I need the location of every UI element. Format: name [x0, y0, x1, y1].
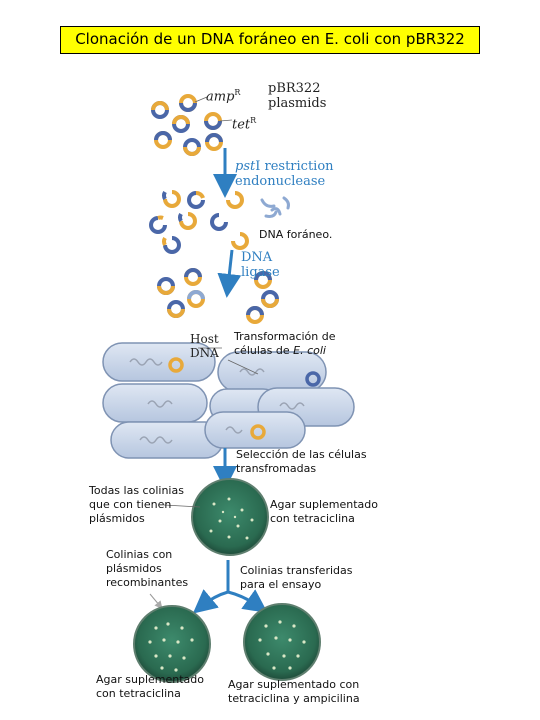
ecoli-cell	[204, 411, 306, 449]
plasmid-group-1	[151, 94, 223, 156]
host-dna-squiggles	[129, 358, 305, 444]
restriction-enzyme-label: pstI restriction endonuclease	[235, 159, 334, 189]
plasmid-icon	[172, 115, 190, 133]
cut-plasmid-icon	[231, 232, 249, 250]
amp-resistance-label: ampR	[206, 88, 241, 105]
cut-plasmid-icon	[162, 236, 181, 254]
plasmid-icon	[254, 271, 272, 289]
plasmid-icon	[179, 94, 197, 112]
cut-plasmid-icon	[149, 215, 167, 234]
plasmid-icon	[157, 277, 175, 295]
pointer-arrow	[149, 593, 163, 610]
petri-dish-bottom-left	[133, 605, 211, 683]
cut-plasmid-icon	[210, 213, 228, 231]
recombinant-plasmid-group	[157, 268, 279, 324]
page-title: Clonación de un DNA foráneo en E. coli c…	[60, 26, 480, 54]
plasmid-icon	[204, 112, 222, 130]
cut-plasmid-icon	[187, 191, 205, 209]
plasmid-icon	[154, 131, 172, 149]
transformation-label: Transformación de células de E. coli	[234, 330, 336, 357]
plasmid-icon	[205, 133, 223, 151]
tet-resistance-label: tetR	[232, 116, 257, 133]
arrow-split-left	[192, 589, 229, 614]
plasmid-icon	[187, 290, 205, 308]
plasmid-icon	[183, 138, 201, 156]
cut-plasmid-icon	[162, 190, 181, 208]
foreign-dna-fragments	[260, 196, 290, 218]
cell-plasmids	[168, 357, 321, 440]
foreign-dna-label: DNA foráneo.	[259, 228, 333, 241]
arrow-ligase	[217, 249, 242, 298]
arrow-split-right	[227, 589, 268, 613]
petri-dish-top	[191, 478, 269, 556]
ecoli-cell	[102, 342, 216, 382]
plasmid-icon	[261, 290, 279, 308]
petri-dish-bottom-right	[243, 603, 321, 681]
cut-plasmid-icon	[178, 212, 197, 230]
plasmid-icon	[151, 101, 169, 119]
plasmid-icon	[184, 268, 202, 286]
cut-plasmid-group	[149, 190, 249, 254]
plasmid-icon	[246, 306, 264, 324]
ecoli-cells	[102, 342, 355, 459]
plasmid-icon	[167, 300, 185, 318]
cut-plasmid-icon	[226, 191, 244, 209]
